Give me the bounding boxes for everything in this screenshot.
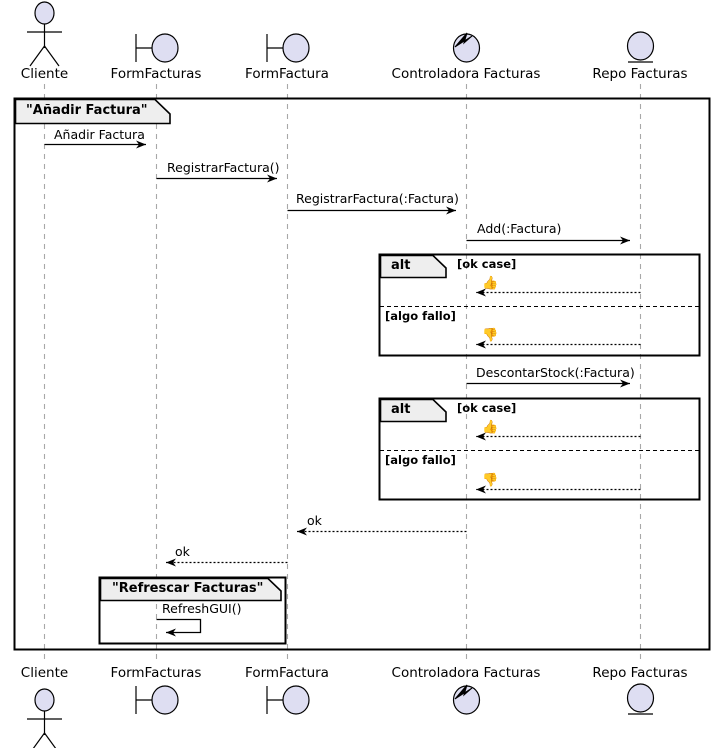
participant-label-formfactura-top: FormFactura [245,66,329,82]
alt-block-add-shape [378,253,701,357]
participant-label-formfacturas-top: FormFacturas [110,66,202,82]
control-icon-controladora-top [452,32,481,63]
participant-label-repo-top: Repo Facturas [592,66,688,82]
message-label-alt1-ok-return: 👍 [482,276,499,291]
alt-guard-stock-fail: [algo fallo] [385,453,456,467]
message-label-ok-to-formfacturas: ok [175,544,190,559]
message-label-alt1-fail-return: 👎 [482,328,499,343]
message-label-alt2-fail-return: 👎 [482,473,499,488]
alt-block-stock-shape [378,397,701,501]
frame-refrescar-facturas-shape [98,576,287,645]
alt-guard-stock-ok: [ok case] [457,401,517,415]
message-label-registrarfactura: RegistrarFactura() [167,160,280,175]
participant-label-cliente-bottom: Cliente [20,665,69,681]
participant-label-controladora-bottom: Controladora Facturas [391,665,541,681]
arrow-refreshgui-self [156,618,202,637]
message-label-registrarfactura-factura: RegistrarFactura(:Factura) [296,191,459,206]
participant-label-repo-bottom: Repo Facturas [592,665,688,681]
boundary-icon-formfacturas-bottom [135,685,179,715]
boundary-icon-formfactura-top [266,33,310,63]
actor-stick-figure-icon-top [27,1,62,67]
message-label-ok-to-formfactura: ok [307,513,322,528]
message-label-anadir-factura: Añadir Factura [54,127,145,142]
participant-label-cliente-top: Cliente [20,66,69,82]
message-label-descontarstock: DescontarStock(:Factura) [476,365,635,380]
message-label-add-factura: Add(:Factura) [477,221,562,236]
alt-tag-stock: alt [391,402,411,417]
boundary-icon-formfactura-bottom [266,685,310,715]
frame-title-anadir-factura: "Añadir Factura" [26,103,148,118]
actor-stick-figure-icon-bottom [27,688,62,748]
frame-anadir-factura-shape [13,97,711,651]
message-label-refreshgui: RefreshGUI() [162,601,242,616]
entity-icon-repo-bottom [626,683,655,715]
message-arrows [44,140,641,637]
participant-label-controladora-top: Controladora Facturas [391,66,541,82]
lifelines [43,84,642,664]
frame-title-refrescar-facturas: "Refrescar Facturas" [112,581,264,596]
alt-guard-add-ok: [ok case] [457,257,517,271]
message-label-alt2-ok-return: 👍 [482,420,499,435]
boundary-icon-formfacturas-top [135,33,179,63]
alt-tag-add: alt [391,258,411,273]
alt-guard-add-fail: [algo fallo] [385,309,456,323]
entity-icon-repo-top [626,31,655,63]
control-icon-controladora-bottom [452,684,481,715]
participant-label-formfactura-bottom: FormFactura [245,665,329,681]
participant-label-formfacturas-bottom: FormFacturas [110,665,202,681]
